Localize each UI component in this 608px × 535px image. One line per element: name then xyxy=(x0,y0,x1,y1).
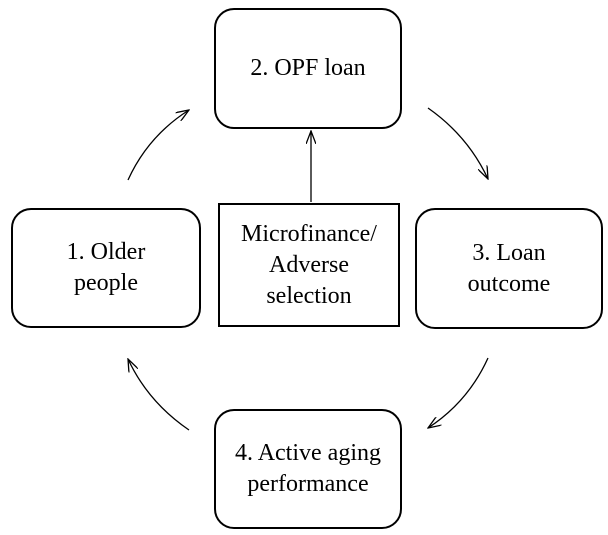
node-microfinance-line-2: Adverse xyxy=(269,251,349,278)
arrow-opf-to-outcome xyxy=(427,107,488,179)
arrow-aging-to-older xyxy=(128,359,190,431)
node-older-people: 1. Older people xyxy=(11,208,201,328)
arrow-older-to-opf xyxy=(127,110,189,181)
arrow-outcome-to-aging xyxy=(428,357,489,428)
node-microfinance-line-1: Microfinance/ xyxy=(241,220,377,247)
node-loan-outcome: 3. Loan outcome xyxy=(415,208,603,329)
node-older-people-line-1: 1. Older xyxy=(66,239,146,265)
node-microfinance-line-3: selection xyxy=(266,282,352,309)
node-older-people-line-2: people xyxy=(74,270,138,296)
node-opf-loan: 2. OPF loan xyxy=(214,8,402,129)
node-active-aging-line-1: 4. Active aging xyxy=(235,440,381,466)
node-loan-outcome-line-1: 3. Loan xyxy=(472,239,546,266)
node-active-aging-line-2: performance xyxy=(247,471,369,497)
node-opf-loan-line-1: 2. OPF loan xyxy=(250,55,366,81)
node-microfinance: Microfinance/ Adverse selection xyxy=(218,203,400,327)
node-loan-outcome-line-2: outcome xyxy=(467,270,551,297)
node-active-aging: 4. Active aging performance xyxy=(214,409,402,529)
